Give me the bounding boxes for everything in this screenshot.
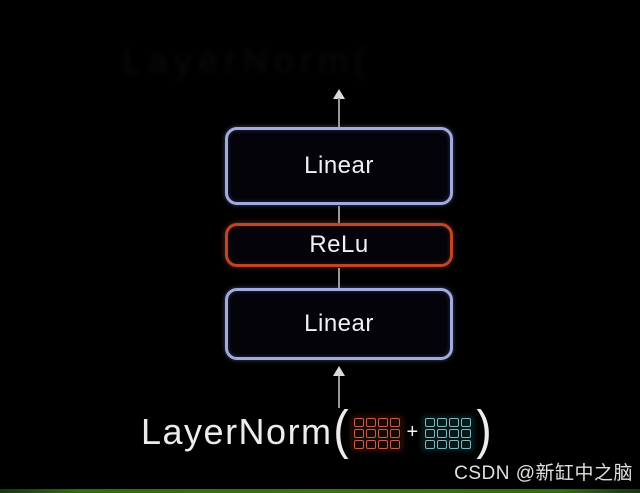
ghost-text: LayerNorm( bbox=[122, 40, 372, 82]
vector-cell bbox=[461, 439, 472, 449]
vector-cell bbox=[377, 417, 388, 427]
vector-cell bbox=[449, 428, 460, 438]
plus-sign: + bbox=[406, 421, 419, 443]
vector-cell bbox=[437, 439, 448, 449]
vector-cell bbox=[425, 439, 436, 449]
node-linear-bottom: Linear bbox=[225, 288, 453, 360]
output-arrowhead-icon bbox=[333, 89, 345, 99]
footer-bar bbox=[0, 489, 640, 493]
vector-column bbox=[353, 417, 364, 449]
formula-function-name: LayerNorm bbox=[141, 411, 333, 452]
node-linear-top-label: Linear bbox=[304, 152, 374, 179]
open-paren: ( bbox=[332, 400, 349, 460]
vector-column bbox=[449, 417, 460, 449]
vector-cell bbox=[389, 439, 400, 449]
vector-cell bbox=[425, 417, 436, 427]
close-paren: ) bbox=[476, 400, 492, 460]
layernorm-formula: LayerNorm ( + ) bbox=[141, 400, 492, 460]
vector-cell bbox=[377, 428, 388, 438]
vector-cell bbox=[449, 439, 460, 449]
connector-relu-to-linear-top bbox=[338, 206, 340, 223]
input-arrow-line bbox=[338, 376, 340, 408]
input-arrowhead-icon bbox=[333, 366, 345, 376]
connector-linear-bottom-to-relu bbox=[338, 268, 340, 288]
output-arrow-line bbox=[338, 98, 340, 127]
vector-cell bbox=[461, 417, 472, 427]
vector-column bbox=[389, 417, 400, 449]
vector-cell bbox=[461, 428, 472, 438]
vector-cell bbox=[353, 417, 364, 427]
vector-column bbox=[437, 417, 448, 449]
vector-cell bbox=[365, 439, 376, 449]
vector-cell bbox=[389, 417, 400, 427]
vector-column bbox=[461, 417, 472, 449]
residual-matrix bbox=[422, 415, 475, 451]
vector-column bbox=[425, 417, 436, 449]
vector-cell bbox=[353, 428, 364, 438]
vector-cell bbox=[437, 417, 448, 427]
vector-cell bbox=[353, 439, 364, 449]
vector-column bbox=[365, 417, 376, 449]
node-relu-label: ReLu bbox=[309, 231, 369, 258]
vector-cell bbox=[437, 428, 448, 438]
vector-cell bbox=[449, 417, 460, 427]
node-relu: ReLu bbox=[225, 223, 453, 267]
node-linear-top: Linear bbox=[225, 127, 453, 205]
vector-cell bbox=[377, 439, 388, 449]
vector-cell bbox=[425, 428, 436, 438]
watermark: CSDN @新缸中之脑 bbox=[454, 463, 633, 484]
vector-cell bbox=[365, 417, 376, 427]
input-matrix bbox=[350, 415, 403, 451]
node-linear-bottom-label: Linear bbox=[304, 310, 374, 337]
vector-column bbox=[377, 417, 388, 449]
vector-cell bbox=[365, 428, 376, 438]
vector-cell bbox=[389, 428, 400, 438]
